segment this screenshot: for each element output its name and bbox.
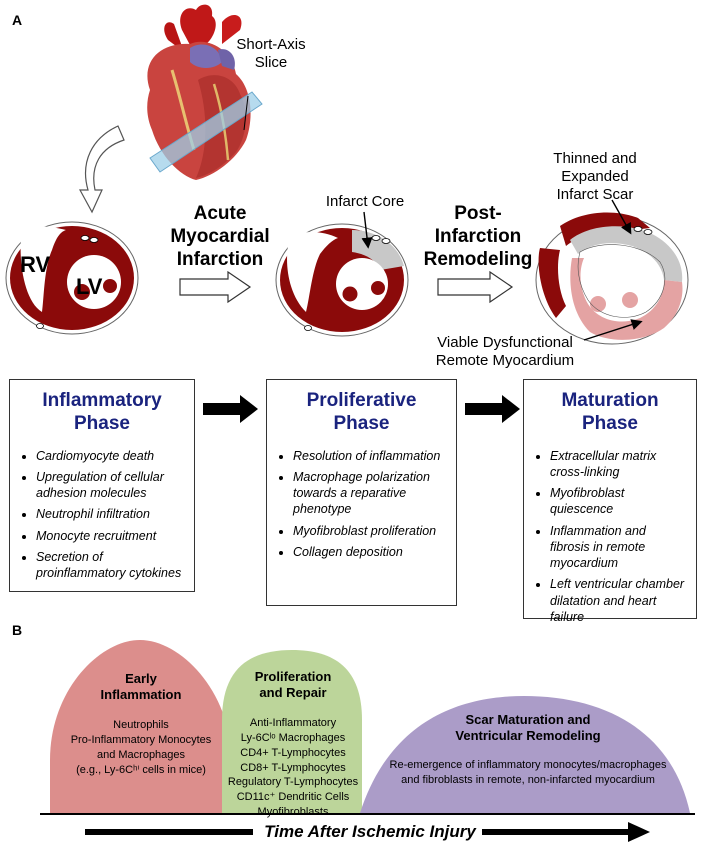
proliferative-phase-list: Resolution of inflammation Macrophage po…: [275, 448, 448, 561]
early-inflammation-body: Neutrophils Pro-Inflammatory Monocytes a…: [52, 718, 230, 777]
infarct-core-pointer: [361, 211, 373, 249]
phase-arrow-2: [465, 395, 520, 423]
list-item: Monocyte recruitment: [36, 528, 186, 544]
scar-maturation-body: Re-emergence of inflammatory monocytes/m…: [372, 758, 684, 788]
stage-repair-shape: [222, 650, 362, 813]
remote-myocardium-label: Viable Dysfunctional Remote Myocardium: [435, 334, 575, 369]
list-item: Neutrophils: [113, 719, 169, 731]
hollow-arrow-2: [437, 270, 514, 304]
list-item: CD8+ T-Lymphocytes: [240, 761, 346, 774]
list-item: Re-emergence of inflammatory monocytes/m…: [389, 759, 667, 771]
timeline-arrowhead: [628, 822, 650, 842]
panel-a-letter: A: [12, 12, 23, 28]
proliferative-phase-box: Proliferative Phase Resolution of inflam…: [266, 379, 457, 606]
scar-pointer: [611, 199, 632, 235]
heart-illustration: [147, 4, 263, 181]
timeline-arrow-left: [85, 829, 253, 835]
short-axis-label: Short-Axis Slice: [236, 36, 306, 71]
cross-section-infarct: [275, 223, 409, 337]
hollow-arrow-1: [179, 270, 252, 304]
list-item: Extracellular matrix cross-linking: [550, 448, 688, 481]
infarct-core-label: Infarct Core: [325, 193, 405, 210]
early-inflammation-title: Early Inflammation: [100, 671, 182, 703]
inflammatory-phase-title: Inflammatory Phase: [42, 390, 162, 434]
scar-maturation-title: Scar Maturation and Ventricular Remodeli…: [455, 712, 601, 744]
list-item: Cardiomyocyte death: [36, 448, 186, 464]
list-item: CD4+ T-Lymphocytes: [240, 746, 346, 759]
list-item: CD11c⁺ Dendritic Cells: [236, 791, 350, 804]
lv-label: LV: [76, 274, 103, 299]
list-item: and Macrophages: [96, 748, 186, 761]
maturation-phase-list: Extracellular matrix cross-linking Myofi…: [532, 448, 688, 626]
proliferation-repair-body: Anti-Inflammatory Ly-6Cˡᵒ Macrophages CD…: [222, 716, 364, 820]
slice-pointer: [243, 95, 249, 131]
list-item: Regulatory T-Lymphocytes: [227, 776, 359, 789]
list-item: Upregulation of cellular adhesion molecu…: [36, 469, 186, 502]
timeline-arrow-right: [482, 829, 630, 835]
list-item: Ly-6Cˡᵒ Macrophages: [240, 731, 346, 744]
maturation-phase-box: Maturation Phase Extracellular matrix cr…: [523, 379, 697, 624]
list-item: Myofibroblasts: [257, 806, 329, 819]
stage-early-shape: [50, 640, 232, 813]
step-post-infarction: Post- Infarction Remodeling: [423, 203, 533, 270]
stage-maturation-shape: [360, 696, 690, 813]
proliferative-phase-title: Proliferative Phase: [306, 390, 417, 434]
list-item: Secretion of proinflammatory cytokines: [36, 549, 186, 582]
list-item: Collagen deposition: [293, 544, 448, 560]
maturation-phase-title: Maturation Phase: [561, 390, 659, 434]
cross-section-remodeled: [535, 212, 689, 345]
list-item: and fibroblasts in remote, non-infarcted…: [401, 773, 655, 786]
list-item: Resolution of inflammation: [293, 448, 448, 464]
timeline-label: Time After Ischemic Injury: [264, 822, 476, 841]
step-acute-infarction: Acute Myocardial Infarction: [170, 203, 270, 270]
inflammatory-phase-box: Inflammatory Phase Cardiomyocyte death U…: [9, 379, 195, 592]
scar-label: Thinned and Expanded Infarct Scar: [553, 150, 637, 203]
rv-label: RV: [20, 252, 51, 277]
curved-arrow: [78, 125, 125, 214]
proliferation-repair-title: Proliferation and Repair: [254, 669, 332, 701]
list-item: Left ventricular chamber dilatation and …: [550, 576, 688, 625]
cross-section-normal: [5, 221, 139, 335]
inflammatory-phase-list: Cardiomyocyte death Upregulation of cell…: [18, 448, 186, 582]
panel-b-letter: B: [12, 622, 23, 638]
list-item: Inflammation and fibrosis in remote myoc…: [550, 523, 688, 572]
list-item: Anti-Inflammatory: [249, 717, 337, 729]
list-item: Neutrophil infiltration: [36, 506, 186, 522]
list-item: Macrophage polarization towards a repara…: [293, 469, 448, 518]
list-item: Myofibroblast proliferation: [293, 523, 448, 539]
list-item: Myofibroblast quiescence: [550, 485, 688, 518]
remote-pointer: [583, 319, 643, 341]
phase-arrow-1: [203, 395, 258, 423]
list-item: Pro-Inflammatory Monocytes: [70, 733, 212, 746]
list-item: (e.g., Ly-6Cʰⁱ cells in mice): [76, 763, 206, 776]
